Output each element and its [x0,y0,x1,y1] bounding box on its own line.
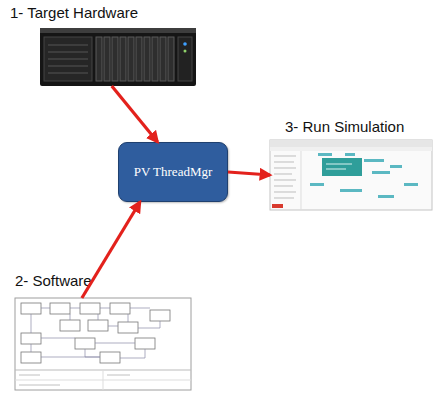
status-block [272,204,283,208]
drive-bay [112,37,118,81]
timeline-block [378,195,394,198]
panel-text-line [19,385,60,386]
drive-bay [144,37,150,81]
drive-bay [152,37,158,81]
popup-text-line [326,169,346,170]
toolbar [270,140,432,147]
timeline-block [364,159,384,162]
server-vent [48,73,88,74]
server-control-panel [178,37,192,81]
toolbar [270,147,432,151]
panel-text-line [19,375,40,376]
process-box: PV ThreadMgr [118,142,228,202]
status-light [183,42,187,46]
step-heading: 1- Target Hardware [10,4,138,22]
task-box [80,303,100,314]
drive-bay [168,37,174,81]
server-vent [48,66,88,67]
software-image: 2- Software [15,298,191,390]
task-box [50,303,70,314]
timeline-block [340,189,362,192]
timeline-block [372,171,390,174]
timeline-block [404,183,418,186]
screenshot-frame [270,140,432,210]
task-box [118,322,138,333]
drive-bay [136,37,142,81]
row-label [274,186,293,187]
task-box [88,320,108,331]
drive-bay [104,37,110,81]
row-label [274,156,296,157]
drive-bay [96,37,102,81]
row-label [274,168,296,169]
flow-arrow [112,86,158,142]
task-box [110,303,130,314]
server-bevel [40,28,196,33]
panel-text-line [107,375,130,376]
timeline-block [318,153,332,156]
hardware-image: 1- Target Hardware [40,28,196,86]
status-light [184,50,187,53]
screenshot-frame [15,298,191,390]
popup-panel [322,158,362,176]
software-screenshot [15,298,191,390]
task-box [21,303,41,314]
timeline-block [310,183,324,186]
server-vent [48,59,88,60]
server-panel [44,37,92,81]
task-box [75,338,95,349]
task-links [31,308,160,358]
server-vent [48,45,88,46]
row-label [274,162,294,163]
simulation-image: 3- Run Simulation [270,140,432,210]
step-heading: 2- Software [15,272,92,290]
task-box [135,338,155,349]
server-illustration [40,28,196,86]
row-label [274,174,292,175]
task-box [150,310,170,321]
panel-divider [103,370,104,390]
task-box [21,352,41,363]
popup-text-line [326,164,352,165]
timeline-screenshot [270,140,432,210]
task-box [21,333,41,344]
column-divider [301,151,302,210]
server-vent [48,52,88,53]
drive-bay [160,37,166,81]
task-box [60,320,80,331]
flow-arrow [228,172,270,175]
task-boxes [21,303,170,363]
row-label [274,198,294,199]
step-heading: 3- Run Simulation [285,118,404,136]
drive-bay [120,37,126,81]
row-label [274,192,296,193]
server-chassis [40,28,196,86]
timeline-block [390,165,402,168]
task-link [31,308,160,358]
row-label [274,180,296,181]
timeline-block [345,153,355,156]
box-label: PV ThreadMgr [134,164,213,180]
task-box [100,352,120,363]
drive-bay [128,37,134,81]
